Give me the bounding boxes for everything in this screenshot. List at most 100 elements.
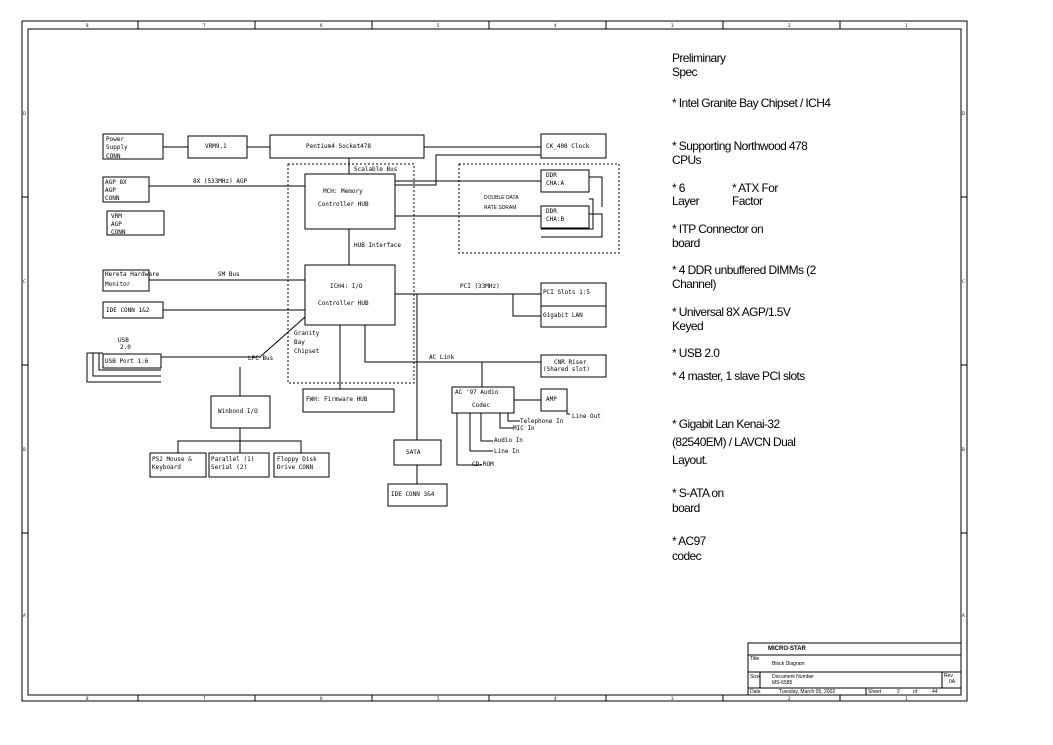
left-tick-a: A (23, 613, 26, 618)
spec-line-20: Layout. (672, 453, 707, 467)
right-tick-b: B (962, 447, 965, 452)
spec-line-13: Channel) (672, 277, 717, 291)
tb-company: MICRO-STAR (768, 646, 807, 652)
mch-line1: MCH: Memory (323, 188, 363, 195)
tb-date-label: Date (750, 689, 761, 695)
bottom-tick-1: 1 (905, 696, 908, 701)
tb-sheet-label: Sheet (868, 689, 882, 695)
ps2-line2: Keyboard (152, 464, 181, 471)
block-mch: MCH: Memory Controller HUB (304, 173, 396, 230)
left-tick-b: B (23, 447, 26, 452)
vrm-agp-line2: AGP (111, 221, 122, 228)
left-tick-c: C (23, 279, 26, 284)
ddr-label-1: DOUBLE DATA (484, 195, 519, 201)
ich4-line2: Controller HUB (318, 300, 369, 307)
power-supply-line2: Supply (106, 144, 128, 151)
ps2-line1: PS2 Mouse & (152, 456, 192, 463)
ddr-b-line1: DDR (546, 208, 557, 215)
spec-line-1: Preliminary (672, 51, 726, 65)
spec-line-16: * USB 2.0 (672, 346, 720, 360)
right-tick-c: C (962, 279, 965, 284)
top-tick-1: 1 (905, 23, 908, 28)
lpc-bus-label: LPC Bus (248, 355, 274, 362)
ide-conn12-label: IDE CONN 1&2 (106, 307, 150, 314)
block-hw-monitor: Hereta Hardware Monitor (102, 269, 160, 292)
ddr-boundary (458, 163, 620, 254)
outer-frame (21, 20, 968, 702)
bottom-tick-4: 4 (554, 696, 557, 701)
power-supply-line1: Power (106, 136, 124, 143)
block-floppy: Floppy Disk Drive CONN (273, 452, 330, 478)
tb-rev-label: Rev (944, 673, 953, 679)
sata-label: SATA (406, 449, 421, 456)
block-power-supply: Power Supply CONN (102, 133, 164, 160)
block-pci-slots: PCI Slots 1:5 Gigabit LAN (540, 282, 607, 328)
side-border-ticks: D C B A D C B A (22, 111, 967, 618)
amp-label: AMP (546, 396, 557, 403)
line-in-label: Line In (494, 448, 520, 455)
cnr-line2: (Shared slot) (543, 366, 590, 373)
usb-line1: USB (118, 337, 129, 344)
spec-line-5: CPUs (672, 153, 702, 167)
top-tick-5: 5 (437, 23, 440, 28)
bottom-tick-3: 3 (671, 696, 674, 701)
ck408-label: CK_408 Clock (546, 143, 590, 150)
block-ck408-clock: CK_408 Clock (540, 133, 607, 159)
tb-doc-label: Document Number (772, 674, 814, 680)
agp-line3: CONN (105, 195, 120, 202)
spec-line-6: * 6 (672, 181, 686, 195)
tb-title: Block Diagram (772, 661, 805, 667)
bottom-tick-8: 8 (86, 696, 89, 701)
spec-line-12: * 4 DDR unbuffered DIMMs (2 (672, 263, 817, 277)
block-pentium4: Pentium4 Socket478 (269, 134, 425, 159)
left-tick-d: D (23, 111, 26, 116)
parallel-line1: Parallel (1) (211, 456, 254, 463)
fwh-label: FWH: Firmware HUB (306, 396, 368, 403)
agp-bus-label: 8X (533MHz) AGP (193, 178, 248, 185)
tb-total: 44 (932, 689, 938, 695)
block-ich4: ICH4: I/O Controller HUB (304, 264, 396, 326)
spec-line-17: * 4 master, 1 slave PCI slots (672, 369, 805, 383)
tb-title-label: Title (750, 656, 759, 662)
connection-lines (86, 146, 603, 484)
spec-line-7: * ATX For (732, 181, 778, 195)
spec-line-18: * Gigabit Lan Kenai-32 (672, 417, 780, 431)
audio-in-label: Audio In (494, 437, 523, 444)
ac-link-label: AC Link (429, 354, 455, 361)
block-ide-conn34: IDE CONN 3&4 (387, 483, 448, 507)
spec-line-10: * ITP Connector on (672, 222, 763, 236)
block-ps2: PS2 Mouse & Keyboard (149, 452, 207, 478)
floppy-line2: Drive CONN (277, 464, 314, 471)
right-tick-a: A (962, 613, 965, 618)
usb-port-label: USB Port 1:6 (105, 358, 149, 365)
block-fwh: FWH: Firmware HUB (302, 388, 395, 413)
winbond-label: Winbond I/O (218, 408, 258, 415)
spec-line-24: codec (672, 549, 702, 563)
hw-monitor-line1: Hereta Hardware (105, 271, 160, 278)
spec-notes: Preliminary Spec * Intel Granite Bay Chi… (672, 51, 832, 563)
bus-labels: Scalable Bus 8X (533MHz) AGP HUB Interfa… (193, 166, 601, 468)
block-vrm91: VRM9.1 (187, 135, 248, 159)
granity-line2: Bay (294, 339, 305, 346)
floppy-line1: Floppy Disk (277, 456, 317, 463)
spec-line-8: Layer (672, 194, 700, 208)
block-ac97: AC '97 Audio Codec (451, 386, 515, 414)
spec-line-15: Keyed (672, 319, 703, 333)
top-tick-8: 8 (86, 23, 89, 28)
bottom-tick-6: 6 (320, 696, 323, 701)
block-vrm-agp: VRM AGP CONN (106, 210, 165, 236)
granity-line1: Granity (294, 330, 320, 337)
block-amp: AMP (540, 388, 568, 412)
tb-size-label: Size (750, 674, 760, 680)
gigabit-lan-label: Gigabit LAN (543, 312, 583, 319)
block-sata: SATA (393, 439, 442, 466)
tb-of-label: of (913, 689, 918, 695)
vrm-agp-line3: CONN (111, 229, 126, 236)
ddr-a-line1: DDR (546, 172, 557, 179)
spec-line-22: board (672, 501, 700, 515)
top-tick-4: 4 (554, 23, 557, 28)
spec-line-4: * Supporting Northwood 478 (672, 139, 808, 153)
chipset-boundary (287, 163, 415, 384)
block-cnr-riser: CNR Riser (Shared slot) (540, 354, 607, 378)
